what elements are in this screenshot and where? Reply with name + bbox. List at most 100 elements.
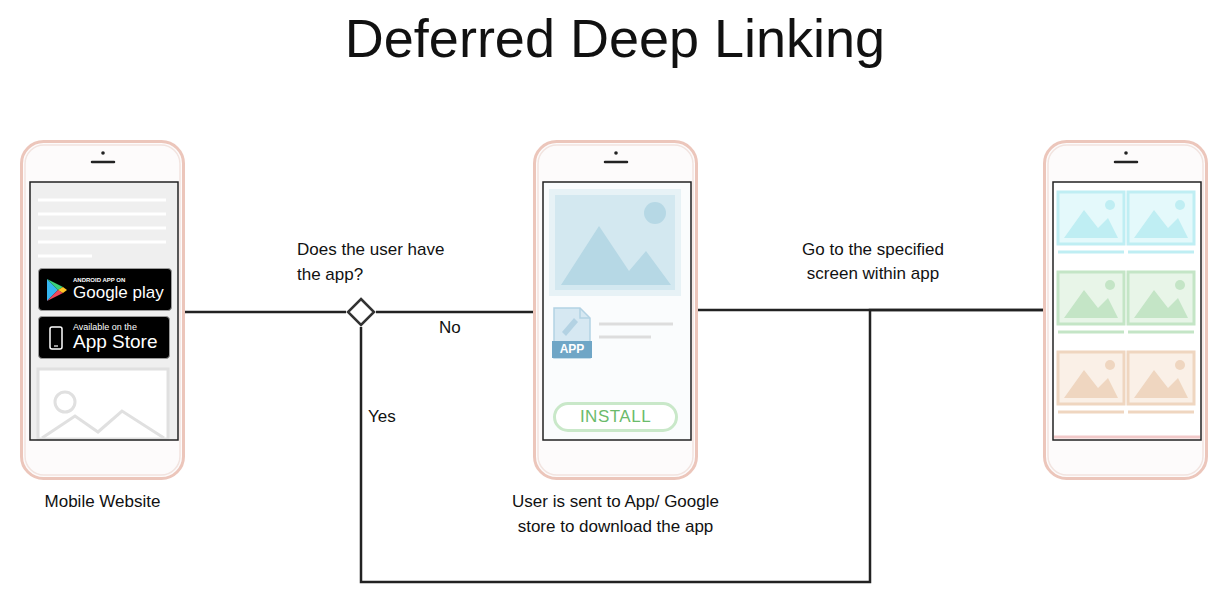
tile-caption-bar xyxy=(1128,331,1194,334)
image-mountain xyxy=(561,226,671,285)
tile-frame xyxy=(1128,272,1194,324)
phone-caption: Mobile Website xyxy=(20,490,185,515)
text-holder: User is sent to App/ Google store to dow… xyxy=(493,490,738,539)
phone-speaker xyxy=(605,161,627,164)
text-placeholder xyxy=(599,323,673,326)
image-placeholder xyxy=(38,369,168,439)
phone-body xyxy=(1045,142,1207,479)
text-placeholder xyxy=(38,241,166,244)
tile-mountain xyxy=(1064,210,1118,238)
button-label: INSTALL xyxy=(580,405,651,430)
decision-diamond: Does the user have the app? xyxy=(290,238,460,328)
edge-label: No xyxy=(437,316,463,340)
badge-text: App Store xyxy=(73,332,158,352)
tile-caption-bar xyxy=(1128,411,1194,414)
play-logo-part xyxy=(47,290,63,301)
phone-mockup: User is sent to App/ Google store to dow… xyxy=(533,140,698,480)
play-logo-part xyxy=(47,279,63,290)
install-button: INSTALL xyxy=(553,402,678,432)
text-placeholder xyxy=(38,199,166,202)
tile-caption-bar xyxy=(1058,251,1124,254)
tile-frame xyxy=(1058,192,1124,244)
tile-mountain xyxy=(1064,290,1118,318)
tile-sun xyxy=(1175,280,1185,290)
text-holder: Available on theApp Store xyxy=(73,323,158,352)
diamond-outline xyxy=(348,299,374,325)
tile-frame xyxy=(1128,192,1194,244)
decision-diamond-shape xyxy=(346,297,376,327)
screen-content xyxy=(1054,192,1200,437)
connector-line xyxy=(185,311,346,314)
phone-speaker xyxy=(92,161,114,164)
text-placeholder xyxy=(38,213,166,216)
phone-camera xyxy=(101,151,105,155)
phone-caption: User is sent to App/ Google store to dow… xyxy=(493,490,738,539)
phone-screen xyxy=(30,182,178,440)
diagram-title: Deferred Deep Linking xyxy=(0,6,1230,71)
phone-bezel xyxy=(1048,145,1203,475)
phone-mockup xyxy=(1043,140,1208,480)
connector-line xyxy=(376,311,533,314)
text-holder: Mobile Website xyxy=(20,490,185,515)
app-icon-label: APP xyxy=(552,341,592,358)
app-document-fold xyxy=(580,308,590,318)
text-placeholder xyxy=(599,336,651,339)
phone-camera xyxy=(614,151,618,155)
badge-text: Available on the xyxy=(73,323,158,332)
badge-text: Google play xyxy=(73,284,164,302)
connector-line xyxy=(361,310,1043,582)
phone-illustration xyxy=(1043,140,1208,480)
edge-label: Yes xyxy=(366,405,398,429)
image-sun xyxy=(55,392,75,412)
tile-sun xyxy=(1175,200,1185,210)
tile-frame xyxy=(1058,272,1124,324)
phone-icon-button xyxy=(54,345,58,346)
tile-sun xyxy=(1105,280,1115,290)
store-badge: ANDROID APP ONGoogle play xyxy=(38,268,172,311)
play-logo-part xyxy=(58,287,67,293)
tile-sun xyxy=(1105,360,1115,370)
apple-phone-logo xyxy=(44,325,68,351)
tile-caption-bar xyxy=(1058,411,1124,414)
text-holder: ANDROID APP ONGoogle play xyxy=(73,277,164,301)
image-frame xyxy=(549,189,681,296)
phone-mockup: Mobile WebsiteANDROID APP ONGoogle playA… xyxy=(20,140,185,480)
screen-bottom-bar xyxy=(1054,436,1200,439)
image-mountain xyxy=(42,411,164,438)
app-icon: APP xyxy=(552,306,592,360)
text-placeholder xyxy=(38,255,92,258)
text-holder: APP xyxy=(552,341,592,358)
screen-ground xyxy=(30,182,178,440)
phone-icon xyxy=(50,327,62,349)
tile-sun xyxy=(1105,200,1115,210)
tile-frame xyxy=(1128,352,1194,404)
play-logo xyxy=(44,277,68,303)
phone-body xyxy=(22,142,184,479)
image-sun xyxy=(644,202,666,224)
phone-body xyxy=(535,142,697,479)
decision-question: Does the user have the app? xyxy=(297,238,457,287)
phone-screen xyxy=(543,182,691,440)
tile-mountain xyxy=(1134,370,1188,398)
phone-camera xyxy=(1124,151,1128,155)
phone-bezel xyxy=(538,145,693,475)
tile-mountain xyxy=(1064,370,1118,398)
tile-sun xyxy=(1175,360,1185,370)
phone-speaker xyxy=(1115,161,1137,164)
app-pencil xyxy=(562,318,578,336)
tile-mountain xyxy=(1134,210,1188,238)
tile-caption-bar xyxy=(1058,331,1124,334)
text-holder: INSTALL xyxy=(580,405,651,430)
phone-bezel xyxy=(25,145,180,475)
image-area xyxy=(555,195,675,290)
edge-label: Go to the specified screen within app xyxy=(780,238,966,286)
tile-caption-bar xyxy=(1128,251,1194,254)
phone-screen xyxy=(1053,182,1201,440)
text-holder: Does the user have the app? xyxy=(297,238,457,287)
tile-mountain xyxy=(1134,290,1188,318)
tile-frame xyxy=(1058,352,1124,404)
store-badge: Available on theApp Store xyxy=(38,316,170,359)
